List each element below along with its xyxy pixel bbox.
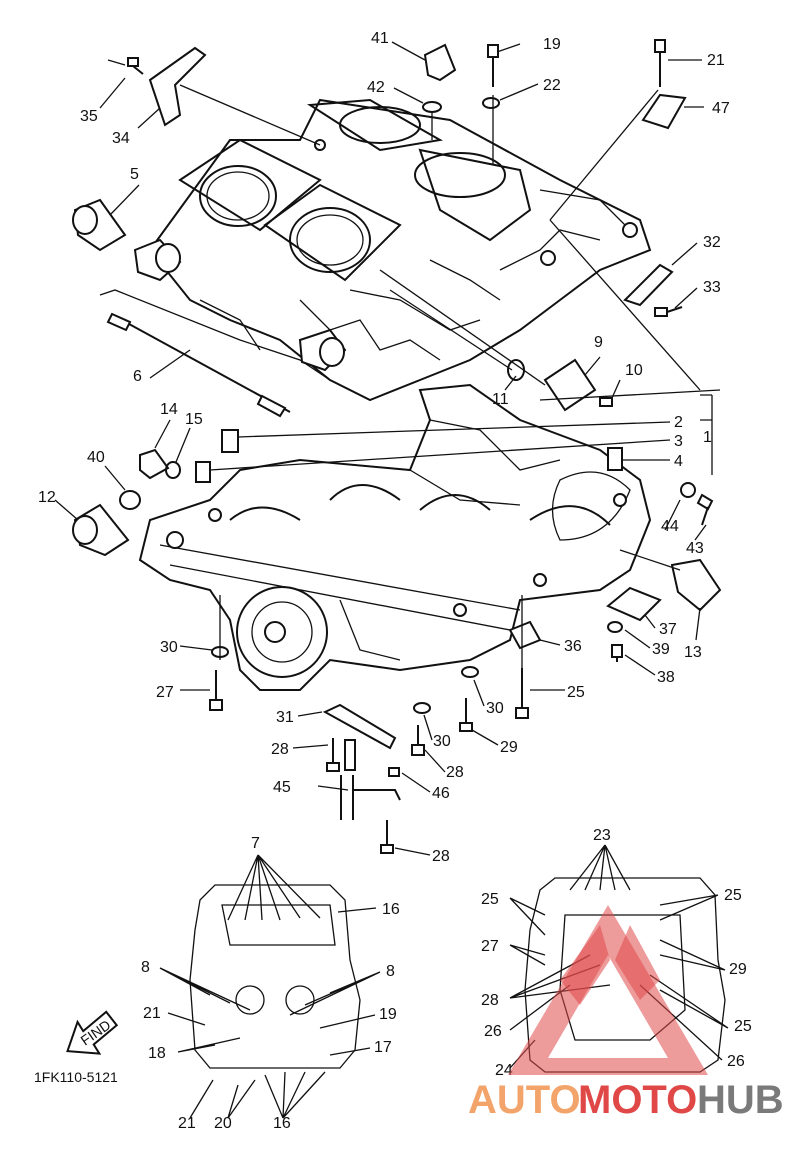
callout-12: 12 — [38, 489, 56, 506]
callout-16-top: 16 — [382, 901, 400, 918]
callout-25-a: 25 — [567, 684, 585, 701]
upper-case-bolt-pattern — [189, 884, 361, 1069]
callout-10: 10 — [625, 362, 643, 379]
callout-36: 36 — [564, 638, 582, 655]
callout-19-top: 19 — [543, 36, 561, 53]
callout-26-a: 26 — [484, 1023, 502, 1040]
callout-27-b: 27 — [481, 938, 499, 955]
callout-11: 11 — [492, 391, 509, 408]
callout-5: 5 — [130, 166, 139, 183]
callout-28-c: 28 — [432, 848, 450, 865]
callout-19-bottom: 19 — [379, 1006, 397, 1023]
callout-24: 24 — [495, 1062, 513, 1079]
callout-16-bottom: 16 — [273, 1115, 291, 1132]
callout-26-b: 26 — [727, 1053, 745, 1070]
callout-32: 32 — [703, 234, 721, 251]
callout-20: 20 — [214, 1115, 232, 1132]
callout-29-b: 29 — [729, 961, 747, 978]
callout-14: 14 — [160, 401, 178, 418]
watermark-hub: HUB — [697, 1078, 784, 1122]
right-cylinder-bores — [306, 98, 532, 242]
callout-8-left: 8 — [141, 959, 150, 976]
callout-25-c: 25 — [724, 887, 742, 904]
callout-21-mid: 21 — [143, 1005, 161, 1022]
callout-41: 41 — [371, 30, 389, 47]
callout-9: 9 — [594, 334, 603, 351]
callout-21-top: 21 — [707, 52, 725, 69]
watermark-auto: AUTO — [468, 1078, 581, 1122]
callout-25-d: 25 — [734, 1018, 752, 1035]
callout-8-right: 8 — [386, 963, 395, 980]
callout-38: 38 — [657, 669, 675, 686]
callout-30-c: 30 — [433, 733, 451, 750]
watermark-logo: AUTO MOTO HUB — [468, 905, 784, 1122]
callout-6: 6 — [133, 368, 142, 385]
callout-37: 37 — [659, 621, 677, 638]
upper-crankcase — [133, 98, 652, 402]
callout-43: 43 — [686, 540, 704, 557]
callout-28-a: 28 — [271, 741, 289, 758]
callout-47: 47 — [712, 100, 730, 117]
callout-33: 33 — [703, 279, 721, 296]
callout-34: 34 — [112, 130, 130, 147]
callout-leaders — [54, 41, 729, 1119]
callout-18: 18 — [148, 1045, 166, 1062]
callout-39: 39 — [652, 641, 670, 658]
callout-13: 13 — [684, 644, 702, 661]
callout-44: 44 — [661, 518, 679, 535]
callout-30-a: 30 — [160, 639, 178, 656]
callout-46: 46 — [432, 785, 450, 802]
callout-4: 4 — [674, 453, 683, 470]
callout-40: 40 — [87, 449, 105, 466]
callout-28-d: 28 — [481, 992, 499, 1009]
callout-28-b: 28 — [446, 764, 464, 781]
callout-29-a: 29 — [500, 739, 518, 756]
callout-30-b: 30 — [486, 700, 504, 717]
left-cylinder-bores — [178, 138, 402, 282]
callout-1: 1 — [703, 429, 712, 446]
callout-42: 42 — [367, 79, 385, 96]
callout-15: 15 — [185, 411, 203, 428]
callout-2: 2 — [674, 414, 683, 431]
lower-crankcase — [138, 383, 652, 691]
callouts: 1 2 3 4 5 6 7 8 8 9 10 11 12 13 14 15 16… — [38, 30, 752, 1132]
callout-21-bottom: 21 — [178, 1115, 196, 1132]
watermark-moto: MOTO — [578, 1078, 697, 1122]
reference-code: 1FK110-5121 — [34, 1069, 118, 1085]
filler-cap-41 — [423, 43, 457, 82]
leader-lines — [107, 59, 721, 668]
callout-25-b: 25 — [481, 891, 499, 908]
callout-31: 31 — [276, 709, 294, 726]
callout-27-a: 27 — [156, 684, 174, 701]
loose-parts — [72, 39, 722, 854]
callout-45: 45 — [273, 779, 291, 796]
find-arrow-icon: FIND — [66, 1010, 119, 1055]
callout-22: 22 — [543, 77, 561, 94]
callout-7: 7 — [251, 835, 260, 852]
callout-23: 23 — [593, 827, 611, 844]
callout-17: 17 — [374, 1039, 392, 1056]
callout-3: 3 — [674, 433, 683, 450]
callout-35: 35 — [80, 108, 98, 125]
